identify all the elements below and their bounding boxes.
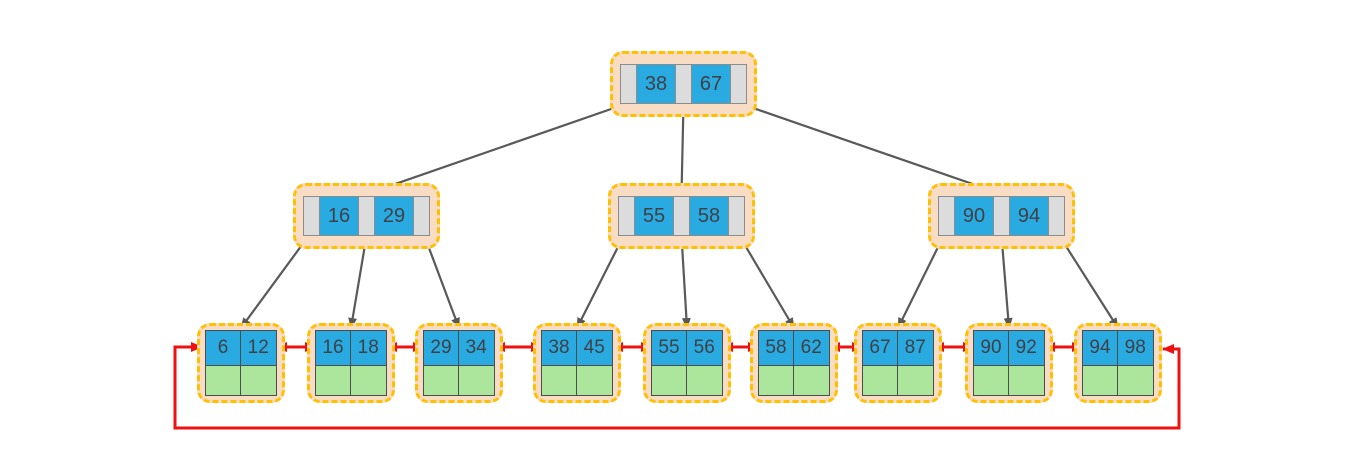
empty-slot bbox=[973, 365, 1009, 396]
key-cell: 67 bbox=[690, 64, 732, 104]
leaf-key-cell: 55 bbox=[651, 330, 687, 367]
internal-leaf-edge-4 bbox=[576, 235, 625, 329]
empty-slot bbox=[541, 365, 577, 396]
leaf-key-cell: 58 bbox=[758, 330, 794, 367]
empty-slot bbox=[651, 365, 687, 396]
pointer-cell bbox=[303, 196, 320, 236]
pointer-cell bbox=[993, 196, 1010, 236]
key-cell: 55 bbox=[633, 196, 675, 236]
pointer-cell bbox=[728, 196, 745, 236]
leaf-key-cell: 98 bbox=[1116, 330, 1154, 367]
internal-node-2-cells: 55 58 bbox=[618, 196, 745, 236]
internal-node-2: 55 58 bbox=[608, 183, 755, 249]
leaf-key-cell: 90 bbox=[973, 330, 1009, 367]
leaf-key-cell: 56 bbox=[685, 330, 723, 367]
internal-leaf-edge-1 bbox=[240, 235, 310, 329]
leaf-key-cell: 18 bbox=[349, 330, 387, 367]
leaf-key-cell: 67 bbox=[862, 330, 898, 367]
key-cell: 16 bbox=[318, 196, 360, 236]
leaf-key-cell: 6 bbox=[205, 330, 241, 367]
empty-slot bbox=[896, 365, 934, 396]
leaf-key-cell: 29 bbox=[423, 330, 459, 367]
empty-slot bbox=[1082, 365, 1118, 396]
internal-leaf-edge-6 bbox=[738, 235, 795, 329]
pointer-cell bbox=[730, 64, 747, 104]
pointer-cell bbox=[1048, 196, 1065, 236]
internal-leaf-edge-5 bbox=[680, 235, 691, 329]
root-node: 38 67 bbox=[610, 51, 757, 117]
internal-node-3: 90 94 bbox=[928, 183, 1075, 249]
leaf-key-cell: 92 bbox=[1007, 330, 1045, 367]
leaf-key-cell: 38 bbox=[541, 330, 577, 367]
empty-slot bbox=[457, 365, 495, 396]
internal-leaf-edge-7 bbox=[897, 235, 945, 329]
key-cell: 29 bbox=[373, 196, 415, 236]
empty-slot bbox=[862, 365, 898, 396]
pointer-cell bbox=[673, 196, 690, 236]
pointer-cell bbox=[413, 196, 430, 236]
leaf-key-cell: 12 bbox=[239, 330, 277, 367]
empty-slot bbox=[239, 365, 277, 396]
internal-leaf-edge-9 bbox=[1058, 235, 1119, 329]
pointer-cell bbox=[620, 64, 637, 104]
root-child-edge-2 bbox=[677, 103, 687, 195]
leaf-circular-link bbox=[173, 342, 1181, 430]
leaf-key-cell: 87 bbox=[896, 330, 934, 367]
root-node-cells: 38 67 bbox=[620, 64, 747, 104]
key-cell: 38 bbox=[635, 64, 677, 104]
internal-node-3-cells: 90 94 bbox=[938, 196, 1065, 236]
leaf-key-cell: 94 bbox=[1082, 330, 1118, 367]
leaf-key-cell: 34 bbox=[457, 330, 495, 367]
empty-slot bbox=[1007, 365, 1045, 396]
empty-slot bbox=[205, 365, 241, 396]
empty-slot bbox=[758, 365, 794, 396]
leaf-key-cell: 62 bbox=[792, 330, 830, 367]
leaf-key-cell: 45 bbox=[575, 330, 613, 367]
key-cell: 94 bbox=[1008, 196, 1050, 236]
root-child-edge-3 bbox=[741, 102, 1003, 196]
internal-leaf-edge-3 bbox=[423, 235, 461, 329]
pointer-cell bbox=[938, 196, 955, 236]
pointer-cell bbox=[358, 196, 375, 236]
empty-slot bbox=[792, 365, 830, 396]
leaf-key-cell: 16 bbox=[315, 330, 351, 367]
key-cell: 58 bbox=[688, 196, 730, 236]
empty-slot bbox=[575, 365, 613, 396]
key-cell: 90 bbox=[953, 196, 995, 236]
empty-slot bbox=[349, 365, 387, 396]
internal-leaf-edge-8 bbox=[1000, 235, 1013, 329]
empty-slot bbox=[685, 365, 723, 396]
empty-slot bbox=[315, 365, 351, 396]
pointer-cell bbox=[618, 196, 635, 236]
root-child-edge-1 bbox=[365, 102, 626, 196]
empty-slot bbox=[423, 365, 459, 396]
pointer-cell bbox=[675, 64, 692, 104]
empty-slot bbox=[1116, 365, 1154, 396]
internal-leaf-edge-2 bbox=[348, 235, 368, 329]
